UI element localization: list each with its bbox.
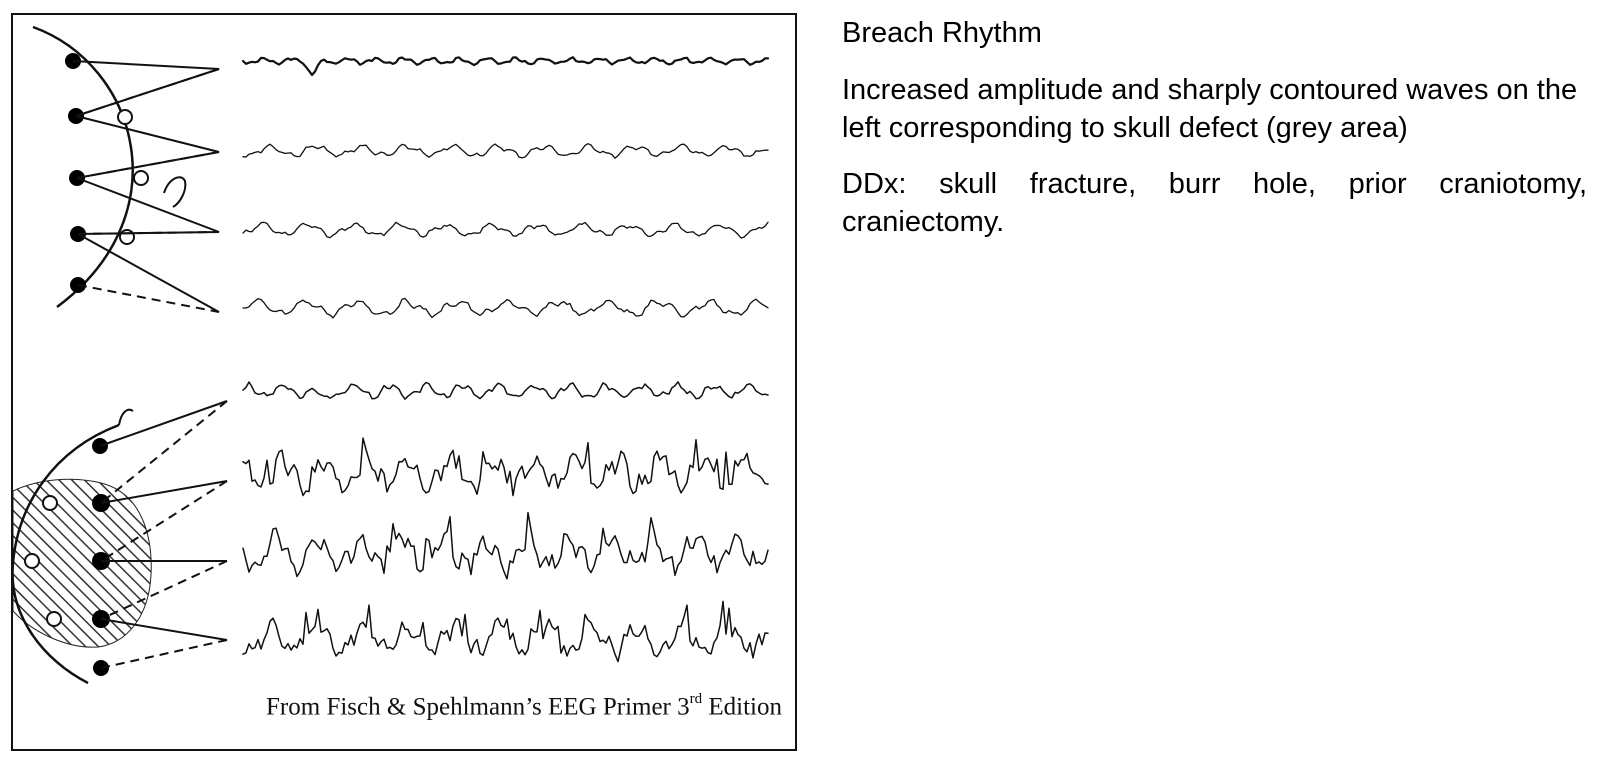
top-solid-leads-2 bbox=[77, 233, 220, 313]
electrode-open bbox=[42, 495, 58, 511]
top-electrodes-filled bbox=[65, 53, 86, 293]
bottom-nose-outline bbox=[118, 408, 134, 426]
eeg-figure: From Fisch & Spehlmann’s EEG Primer 3rd … bbox=[11, 13, 797, 751]
electrode-open bbox=[46, 611, 62, 627]
top-ear-outline bbox=[163, 176, 187, 208]
caption-superscript: rd bbox=[689, 690, 703, 707]
top-electrodes-open bbox=[117, 109, 149, 245]
top-montage bbox=[32, 25, 220, 313]
eeg-trace-4 bbox=[242, 297, 769, 319]
caption-tail: Edition bbox=[702, 693, 782, 720]
figure-caption: From Fisch & Spehlmann’s EEG Primer 3rd … bbox=[266, 690, 782, 721]
bottom-head-outline bbox=[13, 423, 120, 685]
bottom-dashed-leads bbox=[100, 400, 228, 669]
caption-text: From Fisch & Spehlmann’s EEG Primer 3 bbox=[266, 693, 690, 720]
eeg-traces bbox=[241, 56, 770, 663]
electrode bbox=[93, 660, 109, 676]
eeg-trace-6 bbox=[242, 437, 769, 497]
eeg-trace-2 bbox=[242, 143, 769, 159]
eeg-trace-5 bbox=[242, 381, 769, 400]
eeg-diagram-svg bbox=[13, 25, 770, 685]
eeg-trace-1 bbox=[241, 56, 770, 77]
top-solid-leads bbox=[72, 60, 220, 235]
electrode-open bbox=[119, 229, 135, 245]
electrode-open bbox=[24, 553, 40, 569]
top-dashed-leads bbox=[75, 68, 220, 313]
eeg-trace-8 bbox=[242, 600, 769, 663]
explanation-panel: Breach Rhythm Increased amplitude and sh… bbox=[842, 14, 1587, 241]
bottom-montage bbox=[13, 400, 228, 685]
description-text: Increased amplitude and sharply contoure… bbox=[842, 74, 1578, 144]
top-head-outline bbox=[32, 25, 134, 309]
electrode-open bbox=[117, 109, 133, 125]
eeg-trace-7 bbox=[242, 511, 769, 580]
bottom-electrodes-open bbox=[24, 495, 62, 627]
eeg-trace-3 bbox=[242, 221, 769, 239]
ddx-text: DDx: skull fracture, burr hole, prior cr… bbox=[842, 168, 1587, 238]
slide-title: Breach Rhythm bbox=[842, 17, 1042, 49]
electrode-open bbox=[133, 170, 149, 186]
bottom-solid-leads bbox=[99, 400, 228, 641]
